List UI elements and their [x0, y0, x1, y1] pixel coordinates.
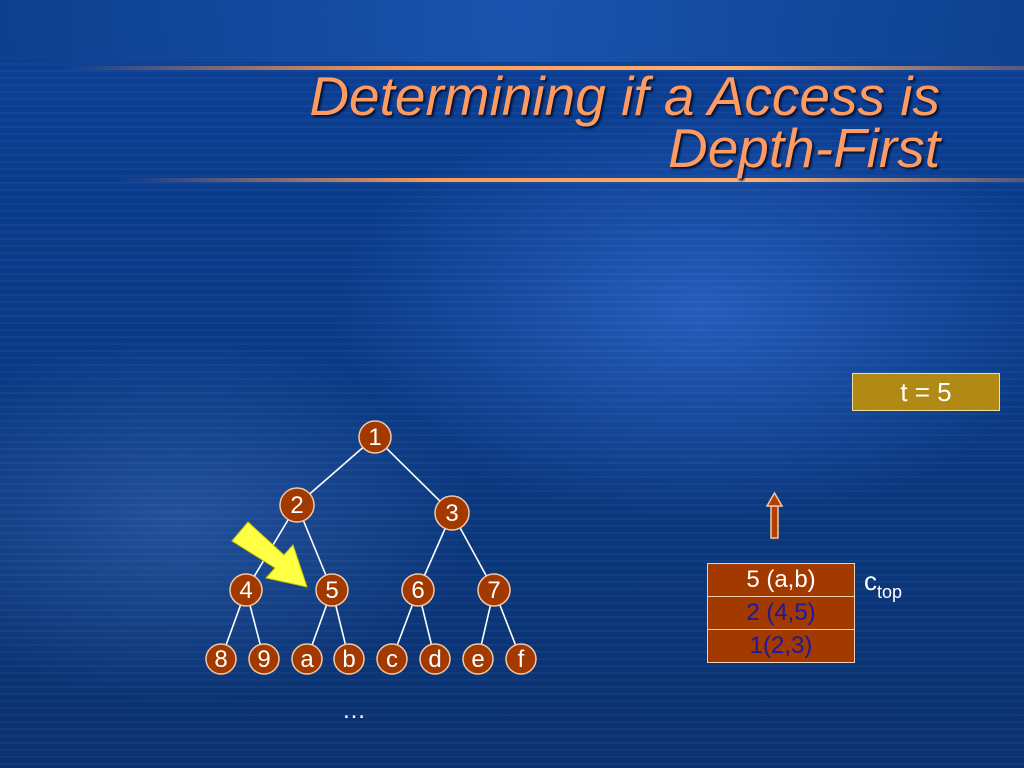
tree-node-circle [248, 643, 280, 675]
tree-node-circle [462, 643, 494, 675]
tree-node-label: d [428, 646, 441, 673]
tree-edge [374, 436, 453, 514]
tree-node-a: a [291, 643, 323, 675]
tree-node-circle [358, 420, 392, 454]
tree-nodes: 1 2 3 4 5 6 7 8 9 a b c d e f [205, 420, 537, 675]
tree-node-label: 8 [214, 646, 227, 673]
tree-node-d: d [419, 643, 451, 675]
tree-node-label: 1 [368, 424, 381, 451]
slide-title-line2: Depth-First [668, 117, 940, 179]
tree-node-circle [291, 643, 323, 675]
ctop-subscript: top [877, 582, 903, 602]
title-rule-top [60, 66, 1024, 70]
stack-table: 5 (a,b) 2 (4,5) 1(2,3) [707, 563, 855, 663]
tree-node-1: 1 [358, 420, 392, 454]
tree-node-2: 2 [279, 487, 315, 523]
tree-node-5: 5 [315, 573, 349, 607]
tree-node-label: c [386, 646, 398, 673]
slide-title: Determining if a Access is Depth-First [140, 65, 940, 179]
stack-top-pointer-label: ctop [864, 566, 902, 607]
ctop-main: c [864, 566, 877, 596]
tree-node-label: 2 [290, 492, 303, 519]
tree-node-label: 6 [411, 577, 424, 604]
tree-node-6: 6 [401, 573, 435, 607]
highlight-arrow-icon [231, 521, 308, 588]
tree-node-c: c [376, 643, 408, 675]
up-arrow-icon [765, 491, 784, 539]
tree-node-circle [419, 643, 451, 675]
tree-node-label: b [342, 646, 355, 673]
tree-node-label: f [518, 646, 525, 673]
tree-node-label: a [300, 646, 314, 673]
tree-node-circle [205, 643, 237, 675]
tree-node-9: 9 [248, 643, 280, 675]
tree-node-label: 3 [445, 500, 458, 527]
tree-node-circle [477, 573, 511, 607]
stack-row-top: 5 (a,b) [708, 564, 854, 597]
slide-title-line1: Determining if a Access is [309, 65, 940, 127]
tree-node-7: 7 [477, 573, 511, 607]
tree-node-label: 7 [487, 577, 500, 604]
tree-node-circle [315, 573, 349, 607]
top-band [0, 0, 1024, 62]
tree-node-circle [333, 643, 365, 675]
tree-node-circle [401, 573, 435, 607]
tree-node-f: f [505, 643, 537, 675]
tree-node-3: 3 [434, 495, 470, 531]
tree-continuation-ellipsis: … [342, 697, 366, 724]
title-rule-bottom [120, 178, 1024, 182]
tree-node-circle [434, 495, 470, 531]
tree-node-circle [229, 573, 263, 607]
tree-node-label: 4 [239, 577, 252, 604]
tree-node-label: 9 [257, 646, 270, 673]
tree-node-circle [376, 643, 408, 675]
tree-node-circle [505, 643, 537, 675]
tree-node-e: e [462, 643, 494, 675]
tree-node-label: 5 [325, 577, 338, 604]
tree-node-label: e [471, 646, 484, 673]
tree-node-circle [279, 487, 315, 523]
tree-node-8: 8 [205, 643, 237, 675]
tree-node-4: 4 [229, 573, 263, 607]
stack-row: 2 (4,5) [708, 597, 854, 630]
tree-node-b: b [333, 643, 365, 675]
time-label-box: t = 5 [852, 373, 1000, 411]
stack-row: 1(2,3) [708, 630, 854, 662]
